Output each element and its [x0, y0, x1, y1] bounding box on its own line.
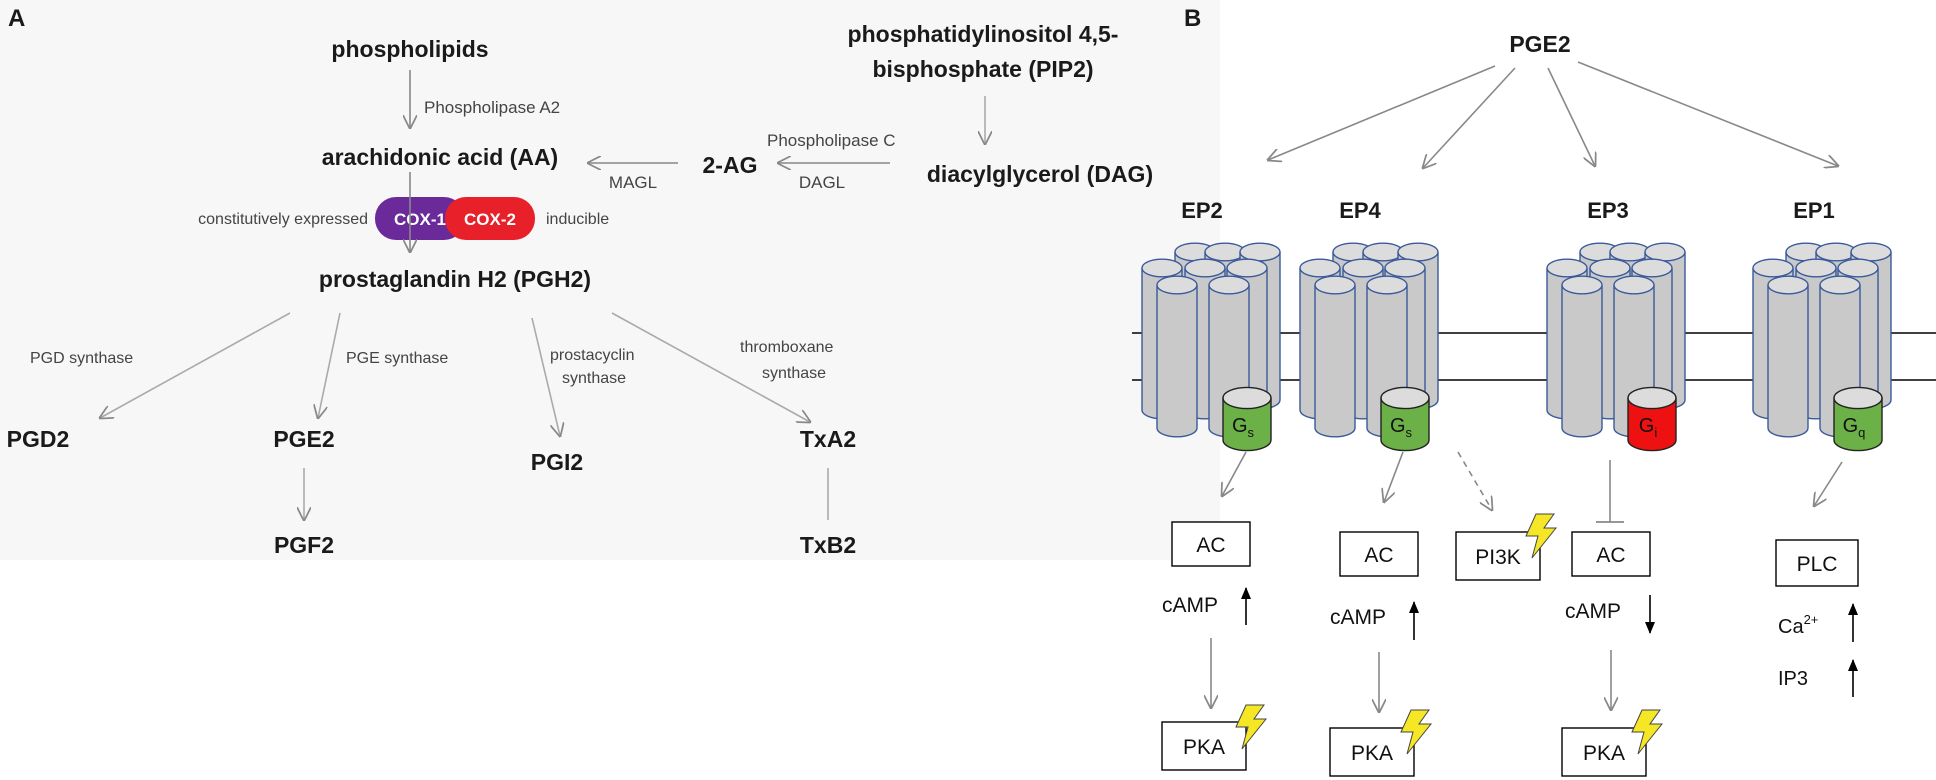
ep4-pi3k-lightning-icon	[1525, 513, 1558, 559]
ep3-pka-label: PKA	[1583, 742, 1625, 765]
phospholipids-node: phospholipids	[331, 36, 488, 62]
pgi2-node: PGI2	[531, 449, 583, 475]
arrow-ep4-gs-to-pi3k	[1457, 451, 1492, 510]
arrow-pgh2-to-pgi2	[531, 317, 560, 436]
thromboxane-label-1: thromboxane	[740, 339, 833, 356]
arachidonic-acid-node: arachidonic acid (AA)	[322, 144, 558, 170]
pgf2-node: PGF2	[274, 532, 334, 558]
ep3-camp-label: cAMP	[1565, 600, 1621, 623]
pge2-node-a: PGE2	[273, 426, 334, 452]
2ag-node: 2-AG	[703, 152, 758, 178]
g-protein-s	[1380, 386, 1430, 452]
arrow-ep2-gs-to-ac	[1222, 451, 1247, 496]
pip2-node-line2: bisphosphate (PIP2)	[872, 56, 1093, 82]
receptor-helix	[1561, 275, 1603, 438]
txa2-node: TxA2	[800, 426, 856, 452]
g-protein-label: Gs	[1390, 415, 1413, 440]
ep4-pi3k-label: PI3K	[1475, 546, 1521, 569]
arrow-ep4-gs-to-ac	[1384, 451, 1404, 502]
panel-a-letter: A	[8, 5, 25, 32]
receptor-label-ep3: EP3	[1587, 198, 1629, 223]
arrow-ep1-gq-to-plc	[1814, 461, 1843, 506]
arrow-pge2-to-ep3	[1547, 67, 1595, 166]
cox1-badge	[375, 197, 465, 240]
ep3-ac-label: AC	[1596, 544, 1625, 567]
receptor-helix	[1767, 275, 1809, 438]
ep4-camp-label: cAMP	[1330, 606, 1386, 629]
ep4-pi3k-box	[1455, 531, 1541, 581]
ep3-ac-box	[1571, 531, 1651, 577]
ep1-ip3-label: IP3	[1778, 668, 1808, 690]
constitutive-label: constitutively expressed	[198, 211, 368, 228]
cox1-label: COX-1	[394, 210, 446, 229]
ep2-pka-box	[1161, 721, 1247, 771]
dag-node: diacylglycerol (DAG)	[927, 161, 1153, 187]
g-protein-q	[1833, 386, 1883, 452]
txb2-node: TxB2	[800, 532, 856, 558]
ep4-pka-box	[1329, 727, 1415, 777]
g-protein-label: Gq	[1843, 415, 1866, 440]
receptor-helix	[1314, 275, 1356, 438]
panel-b-letter: B	[1184, 5, 1201, 32]
arrow-pgh2-to-pge2	[318, 312, 341, 418]
receptor-label-ep1: EP1	[1793, 198, 1835, 223]
receptor-label-ep4: EP4	[1339, 198, 1381, 223]
g-protein-s	[1222, 386, 1272, 452]
panel-a-background	[0, 0, 1220, 560]
g-protein-i	[1627, 386, 1677, 452]
prostacyclin-label-2: synthase	[562, 370, 626, 387]
arrow-pge2-to-ep1	[1577, 61, 1838, 166]
prostacyclin-label-1: prostacyclin	[550, 347, 634, 364]
dagl-label: DAGL	[799, 173, 845, 192]
receptor-helix	[1156, 275, 1198, 438]
ep1-plc-box	[1775, 539, 1859, 587]
ep2-ac-label: AC	[1196, 534, 1225, 557]
cox2-label: COX-2	[464, 210, 516, 229]
pge2-ligand: PGE2	[1509, 31, 1570, 57]
ep1-plc-label: PLC	[1797, 553, 1838, 576]
pgd-synthase-label: PGD synthase	[30, 350, 133, 367]
magl-label: MAGL	[609, 173, 657, 192]
cox2-badge	[445, 197, 535, 240]
inducible-label: inducible	[546, 211, 609, 228]
ep2-pka-label: PKA	[1183, 736, 1225, 759]
phospholipase-c-label: Phospholipase C	[767, 131, 896, 150]
ep3-pka-box	[1561, 727, 1647, 777]
ep2-ac-box	[1171, 521, 1251, 567]
arrow-pgh2-to-txa2	[611, 312, 810, 422]
ep2-camp-label: cAMP	[1162, 594, 1218, 617]
pgd2-node: PGD2	[7, 426, 70, 452]
thromboxane-label-2: synthase	[762, 365, 826, 382]
panel-a: A phospholipids Phospholipase A2 arachid…	[0, 0, 1220, 560]
arrow-pge2-to-ep2	[1268, 65, 1496, 160]
arrow-pgh2-to-pgd2	[100, 312, 291, 418]
g-protein-label: Gs	[1232, 415, 1255, 440]
receptor-label-ep2: EP2	[1181, 198, 1223, 223]
ep2-pka-lightning-icon	[1235, 704, 1268, 750]
ep4-pka-label: PKA	[1351, 742, 1393, 765]
ep4-ac-label: AC	[1364, 544, 1393, 567]
g-protein-label: Gi	[1639, 415, 1658, 440]
phospholipase-a2-label: Phospholipase A2	[424, 98, 560, 117]
ep4-ac-box	[1339, 531, 1419, 577]
arrow-pge2-to-ep4	[1423, 67, 1516, 168]
ep1-calcium-label: Ca2+	[1778, 612, 1818, 638]
pge-synthase-label: PGE synthase	[346, 350, 448, 367]
pgh2-node: prostaglandin H2 (PGH2)	[319, 266, 591, 292]
ep4-pka-lightning-icon	[1400, 709, 1433, 755]
pip2-node-line1: phosphatidylinositol 4,5-	[848, 21, 1119, 47]
ep3-pka-lightning-icon	[1631, 709, 1664, 755]
